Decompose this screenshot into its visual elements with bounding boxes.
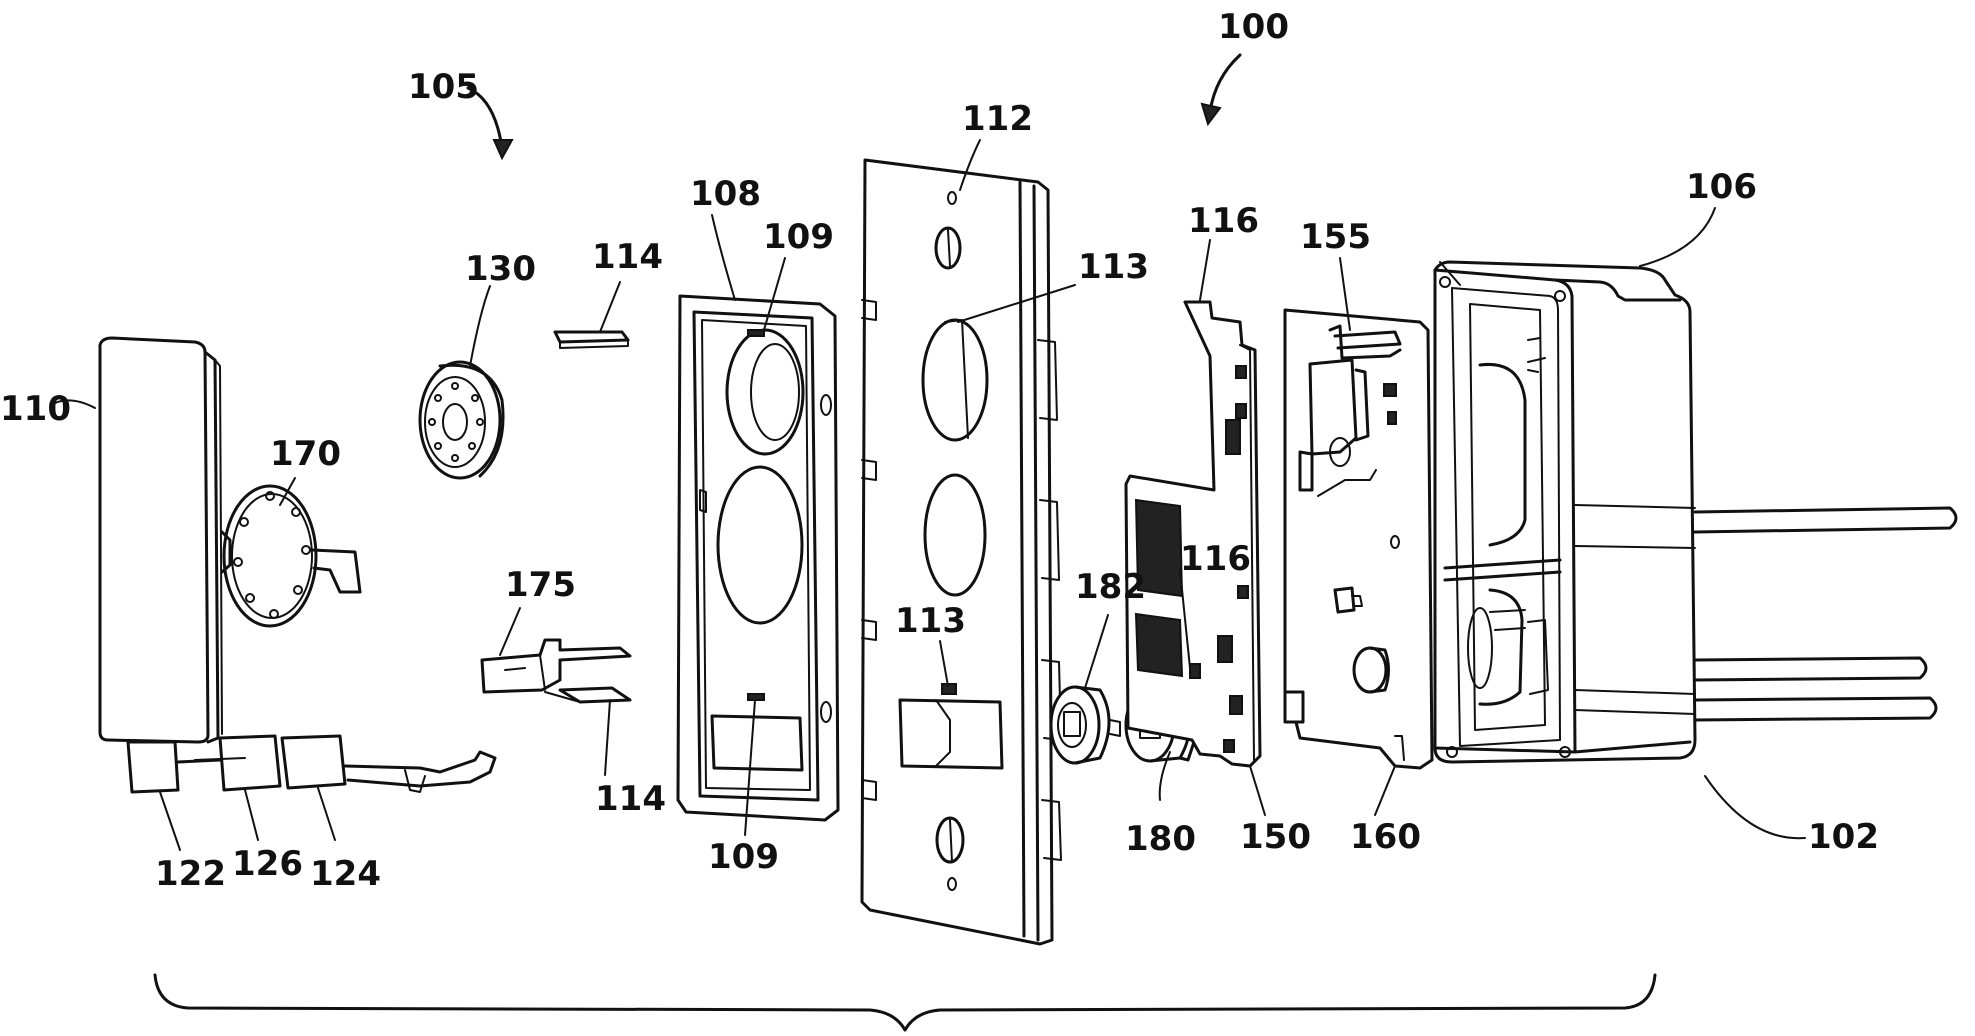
arrow-105 xyxy=(466,86,514,161)
label-116-top: 116 xyxy=(1188,201,1259,241)
label-114-bottom: 114 xyxy=(595,779,666,819)
reference-numerals: 100 105 112 108 109 106 116 155 113 130 … xyxy=(0,7,1879,894)
circuit-board-150 xyxy=(1124,300,1262,768)
label-170: 170 xyxy=(270,434,341,474)
circuit-board-160 xyxy=(1283,308,1434,770)
label-124: 124 xyxy=(310,854,381,894)
leader-lines xyxy=(54,139,1806,851)
frame-108 xyxy=(676,294,840,822)
label-109-bottom: 109 xyxy=(708,837,779,877)
front-cover-110 xyxy=(98,336,497,794)
label-116-middle: 116 xyxy=(1180,539,1251,579)
label-113-top: 113 xyxy=(1078,247,1149,287)
label-122: 122 xyxy=(155,854,226,894)
label-182: 182 xyxy=(1075,567,1146,607)
label-110: 110 xyxy=(0,389,71,429)
label-155: 155 xyxy=(1300,217,1371,257)
arrow-100 xyxy=(1200,53,1242,127)
label-180: 180 xyxy=(1125,819,1196,859)
speaker-ring-170 xyxy=(220,484,362,628)
label-160: 160 xyxy=(1350,817,1421,857)
label-175: 175 xyxy=(505,565,576,605)
label-113-bottom: 113 xyxy=(895,601,966,641)
bracket-175 xyxy=(480,638,632,704)
label-105: 105 xyxy=(408,67,479,107)
label-130: 130 xyxy=(465,249,536,289)
housing-106 xyxy=(1433,260,1958,764)
assembly-brace xyxy=(153,973,1657,1032)
label-150: 150 xyxy=(1240,817,1311,857)
label-108: 108 xyxy=(690,174,761,214)
lens-182 xyxy=(1049,685,1121,765)
label-102: 102 xyxy=(1808,817,1879,857)
mounting-plate-112 xyxy=(860,158,1062,946)
label-126: 126 xyxy=(232,844,303,884)
label-100: 100 xyxy=(1218,7,1289,47)
label-114-top: 114 xyxy=(592,237,663,277)
gasket-114-top xyxy=(553,330,630,349)
label-106: 106 xyxy=(1686,167,1757,207)
label-109-top: 109 xyxy=(763,217,834,257)
label-112: 112 xyxy=(962,99,1033,139)
lens-ring-130 xyxy=(418,360,505,480)
